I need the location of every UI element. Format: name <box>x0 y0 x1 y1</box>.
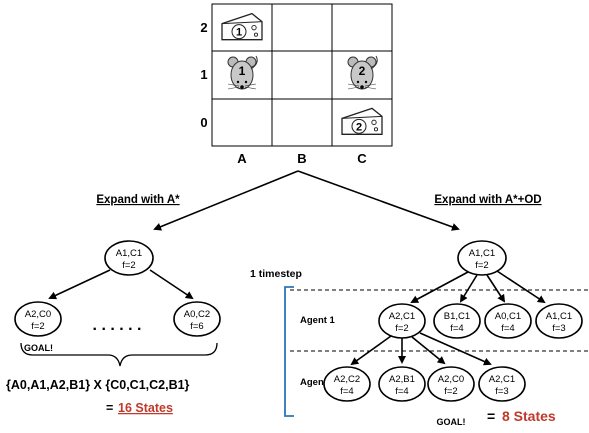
grid-world: 2 1 0 A B C 1 1 2 2 <box>200 3 393 166</box>
col-label-c: C <box>357 151 367 166</box>
cheese-number: 1 <box>236 27 242 39</box>
mouse-number: 2 <box>359 64 366 78</box>
node-state: A2,C1 <box>389 311 415 322</box>
node-f: f=2 <box>122 260 135 271</box>
left-root-node: A1,C1 f=2 <box>104 240 154 276</box>
node-state: B1,C1 <box>444 311 470 322</box>
node-f: f=4 <box>501 323 514 334</box>
agent2-node: A2,C1 f=3 <box>478 366 526 402</box>
col-label-b: B <box>297 151 306 166</box>
tree-edge <box>486 274 506 303</box>
node-state: A0,C2 <box>184 309 210 320</box>
left-goal-label: GOAL! <box>24 343 53 353</box>
tree-edge <box>419 332 492 366</box>
node-f: f=4 <box>340 386 353 397</box>
node-f: f=4 <box>395 386 408 397</box>
tree-edge <box>149 269 194 300</box>
mouse-icon: 2 <box>347 55 378 90</box>
right-root-node: A1,C1 f=2 <box>457 240 507 276</box>
node-state: A2,C2 <box>334 374 360 385</box>
node-state: A2,B1 <box>389 374 415 385</box>
agent2-node: A2,B1 f=4 <box>378 366 426 402</box>
tree-edge <box>496 270 546 304</box>
left-result-count: 16 States <box>118 401 173 415</box>
node-state: A0,C1 <box>495 311 521 322</box>
agent-1-label: Agent 1 <box>300 315 336 326</box>
curly-brace <box>20 342 218 367</box>
row-label-2: 2 <box>200 20 207 35</box>
tree-edge <box>350 335 392 366</box>
cheese-icon: 1 <box>221 12 263 41</box>
cheese-number: 2 <box>356 121 362 133</box>
left-panel: Expand with A* A1,C1 f=2 A2,C0 f=2 A0,C2… <box>6 194 221 415</box>
col-label-a: A <box>237 151 247 166</box>
left-heading: Expand with A* <box>96 194 180 206</box>
tree-edge <box>48 269 111 300</box>
node-f: f=2 <box>444 386 457 397</box>
right-equals-sign: = <box>487 408 495 424</box>
row-label-1: 1 <box>200 67 207 82</box>
tree-edge <box>411 336 446 365</box>
left-child-node: A2,C0 f=2 <box>14 301 62 337</box>
tree-edge <box>410 271 469 303</box>
fan-line-right <box>297 170 460 231</box>
grid-items: 1 1 2 2 <box>221 12 383 135</box>
right-panel: Expand with A*+OD 1 timestep Agent 1 Age… <box>250 194 589 427</box>
agent2-node: A2,C2 f=4 <box>323 366 371 402</box>
grid-frame <box>211 3 393 147</box>
tree-edge <box>459 274 478 303</box>
ellipsis-dots: . . . . . . <box>93 317 142 334</box>
agent1-node: B1,C1 f=4 <box>433 303 481 339</box>
node-state: A2,C0 <box>438 374 464 385</box>
right-heading: Expand with A*+OD <box>434 194 541 206</box>
fan-line-left <box>153 170 299 231</box>
mouse-icon: 1 <box>227 55 258 90</box>
right-goal-label: GOAL! <box>437 417 466 427</box>
node-f: f=4 <box>450 323 463 334</box>
node-f: f=3 <box>495 386 508 397</box>
node-state: A1,C1 <box>116 248 142 259</box>
node-f: f=3 <box>552 323 565 334</box>
left-child-node: A0,C2 f=6 <box>173 301 221 337</box>
node-state: A2,C1 <box>489 374 515 385</box>
agent1-node: A1,C1 f=3 <box>535 303 583 339</box>
agent2-node: A2,C0 f=2 <box>427 366 475 402</box>
timestep-label: 1 timestep <box>250 268 302 280</box>
node-state: A2,C0 <box>25 309 51 320</box>
agent1-node: A2,C1 f=2 <box>378 303 426 339</box>
state-product-formula: {A0,A1,A2,B1} X {C0,C1,C2,B1} <box>6 378 190 392</box>
mouse-number: 1 <box>239 64 246 78</box>
left-equals-sign: = <box>106 401 113 415</box>
node-state: A1,C1 <box>546 311 572 322</box>
node-f: f=6 <box>190 321 203 332</box>
node-state: A1,C1 <box>469 248 495 259</box>
right-result-count: 8 States <box>502 408 556 424</box>
node-f: f=2 <box>395 323 408 334</box>
node-f: f=2 <box>475 260 488 271</box>
timestep-bracket <box>284 286 294 417</box>
row-label-0: 0 <box>200 115 207 130</box>
node-f: f=2 <box>31 321 44 332</box>
cheese-icon: 2 <box>341 107 383 135</box>
agent1-node: A0,C1 f=4 <box>484 303 532 339</box>
agent-2-label: Agent 2 <box>300 377 335 388</box>
